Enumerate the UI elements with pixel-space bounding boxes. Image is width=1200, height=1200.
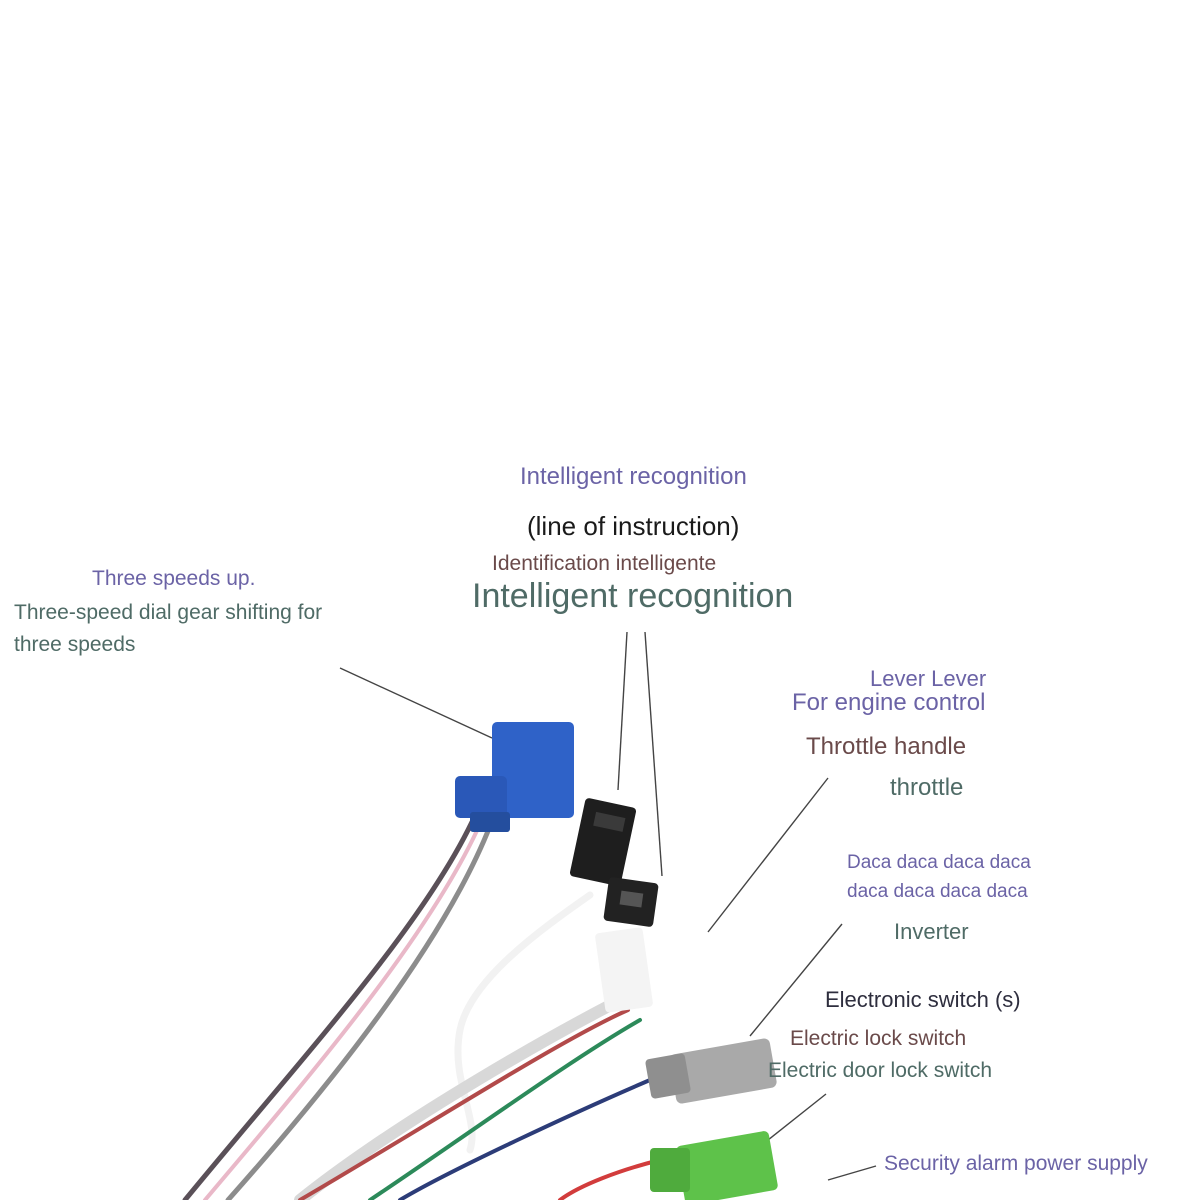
label-intelligent-recognition: Intelligent recognition: [520, 463, 747, 490]
label-electronic-switch: Electronic switch (s): [825, 987, 1021, 1012]
wire-bundle: [182, 819, 662, 1200]
label-throttle-handle: Throttle handle: [806, 733, 967, 760]
label-three-speed-dial-line2: three speeds: [14, 633, 136, 656]
wire-red: [298, 1008, 630, 1200]
wire-blue: [398, 1078, 652, 1200]
label-intelligent-recognition-large: Intelligent recognition: [472, 577, 794, 615]
leader-line-inverter: [749, 923, 843, 1037]
label-security-alarm-power-supply: Security alarm power supply: [884, 1152, 1148, 1175]
leader-line-recognition-right: [644, 631, 663, 877]
label-identification-intelligente: Identification intelligente: [492, 552, 717, 575]
leader-line-throttle: [707, 777, 829, 933]
label-line-of-instruction: (line of instruction): [527, 511, 740, 541]
wire-white-sleeve: [454, 891, 594, 1154]
label-daca-line1: Daca daca daca daca: [847, 852, 1031, 873]
wire-white-bundle: [294, 984, 646, 1200]
wire-gray: [225, 823, 493, 1200]
gray-connector: [645, 1038, 777, 1104]
leader-lines: [339, 631, 877, 1181]
label-three-speeds-up: Three speeds up.: [92, 567, 256, 590]
label-lever-lever: Lever Lever: [870, 666, 987, 691]
black-connector-small: [603, 877, 659, 927]
label-electric-door-lock-switch: Electric door lock switch: [768, 1059, 993, 1082]
wire-red-alarm: [558, 1158, 662, 1200]
label-inverter: Inverter: [894, 919, 969, 944]
label-daca-line2: daca daca daca daca: [847, 881, 1028, 902]
wire-pink: [203, 822, 482, 1200]
blue-connector: [455, 722, 574, 832]
label-three-speed-dial-line1: Three-speed dial gear shifting for: [14, 601, 323, 624]
wire-green: [368, 1018, 642, 1200]
leader-line-three-speed: [339, 667, 493, 739]
green-connector: [650, 1131, 778, 1200]
label-electric-lock-switch: Electric lock switch: [790, 1027, 967, 1050]
wire-dark-gray: [182, 819, 475, 1200]
label-for-engine-control: For engine control: [792, 689, 986, 716]
white-sleeve-throttle: [595, 927, 653, 1013]
black-connector-large: [569, 798, 637, 886]
leader-line-alarm: [827, 1165, 877, 1181]
label-throttle: throttle: [890, 774, 964, 801]
leader-line-recognition-left: [617, 631, 628, 791]
